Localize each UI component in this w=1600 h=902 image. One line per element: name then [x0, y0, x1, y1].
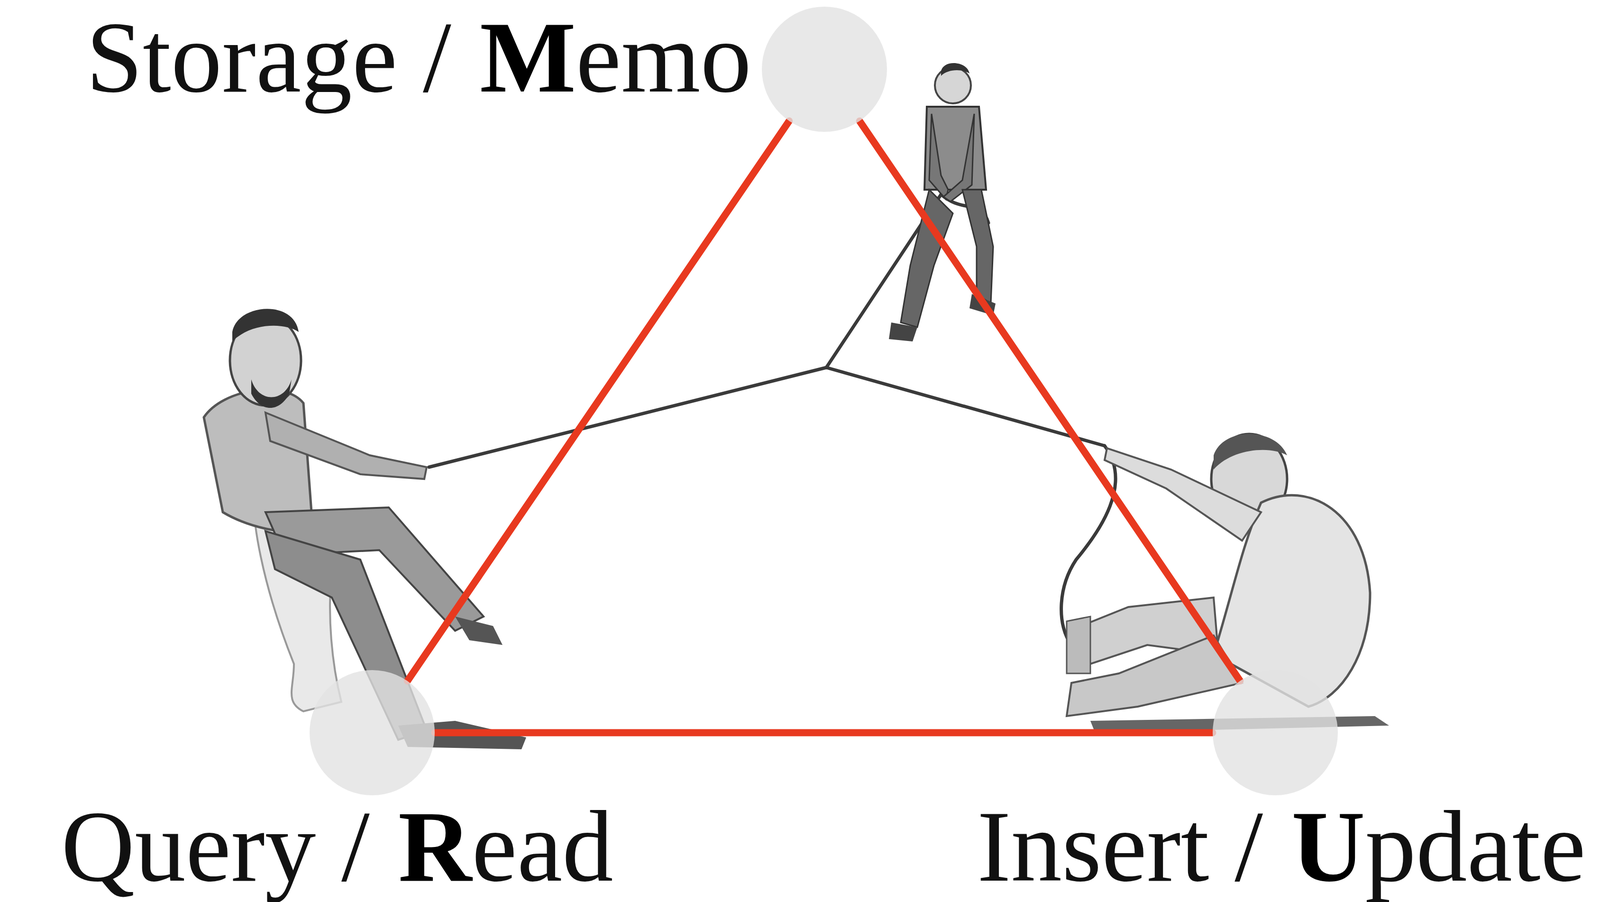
- corner-circle: Insert /Update: [1212, 669, 1338, 796]
- rum-key-term: Update: [1291, 792, 1586, 900]
- label-prefix: Query /: [61, 792, 370, 900]
- rope: [429, 367, 827, 467]
- triangle-side: [859, 120, 1241, 681]
- rum-key-term: Memo: [479, 3, 752, 111]
- corner-label: Insert / Update: [977, 792, 1586, 900]
- corner-label: Query / Read: [61, 792, 614, 900]
- corner-label: Storage / Memo: [85, 3, 752, 111]
- rope: [826, 367, 1105, 446]
- triangle-side: [407, 120, 789, 681]
- corner-circle: Query /Read: [309, 669, 435, 796]
- label-prefix: Storage /: [85, 3, 451, 111]
- triangle-side: [434, 729, 1213, 737]
- rum-key-term: Read: [398, 792, 614, 900]
- ropes: [429, 194, 1116, 645]
- right-puller: [1066, 433, 1390, 733]
- label-prefix: Insert /: [977, 792, 1263, 900]
- corner-circle: Storage /Memo: [761, 6, 887, 132]
